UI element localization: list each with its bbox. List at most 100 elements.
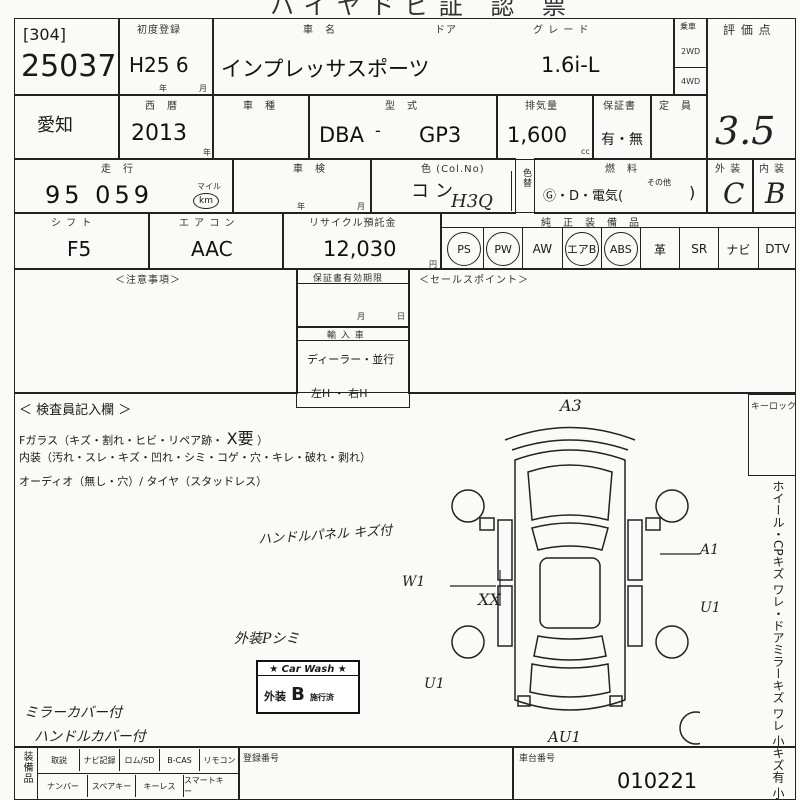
score-value: 3.5	[715, 109, 776, 153]
aircon-label: エ ア コ ン	[179, 218, 236, 229]
inspector-line3: オーディオ（無し・穴）/ タイヤ（スタッドレス）	[19, 475, 268, 488]
equipment-item: ナビ	[726, 242, 751, 257]
aircon-value: AAC	[191, 237, 233, 261]
first-registration-label: 初度登録	[137, 25, 181, 36]
inspector-line1-close: ）	[257, 434, 269, 447]
doors-label: ドア	[435, 25, 457, 36]
exterior-score-cell: 外 装 C	[706, 158, 754, 214]
inspection-year-unit: 年	[297, 202, 305, 211]
displacement-cell: 排気量 1,600 cc	[496, 94, 594, 160]
warranty-value: 有・無	[601, 132, 643, 148]
shift-label: シ フ ト	[51, 218, 93, 229]
inspector-label: ＜ 検査員記入欄 ＞	[19, 403, 132, 418]
car-name-label: 車 名	[303, 25, 336, 36]
recycle-unit: 円	[429, 260, 437, 269]
model-cell: 型 式 DBA - GP3	[308, 94, 498, 160]
car-name-value: インプレッサスポーツ	[221, 57, 430, 81]
color-code: H3Q	[451, 191, 493, 212]
inspector-area: ＜ 検査員記入欄 ＞ Fガラス（キズ・割れ・ヒビ・リペア跡・ X要 ） 内装（汚…	[14, 392, 796, 748]
annotation-au1: AU1	[548, 728, 582, 746]
color-change-label: 色替	[521, 168, 531, 188]
inspection-month-unit: 月	[357, 202, 365, 211]
bottom-row2-item: ナンバー	[47, 781, 79, 791]
header-title: ハイヤドビ証 認 票	[270, 0, 577, 20]
registration-cell: 登録番号	[238, 746, 514, 800]
equipment-item: PW	[486, 232, 521, 266]
grade-label: グ レ ー ド	[533, 25, 590, 36]
bottom-row1-item: B-CAS	[159, 749, 199, 771]
model-prefix: DBA	[319, 123, 364, 147]
side-note: ホイール・CPキズ ワレ・ドアミラーキズ ワレ 小キズ有 小凹有 補修有	[771, 480, 785, 800]
model-year-value: 2013	[131, 121, 187, 146]
lot-bracket-number: [304]	[23, 25, 67, 44]
first-registration-month-unit: 月	[199, 84, 207, 93]
interior-score-cell: 内 装 B	[752, 158, 796, 214]
mileage-value: 95 059	[45, 181, 153, 209]
bottom-row2-item: スマートキー	[183, 775, 231, 797]
annotation-w1: W1	[402, 574, 426, 590]
mileage-label: 走 行	[101, 164, 134, 175]
exterior-score-value: C	[723, 177, 745, 210]
import-value: ディーラー・並行	[307, 353, 395, 366]
recycle-value: 12,030	[323, 237, 397, 261]
key-lock-label: キーロック	[751, 402, 797, 412]
fuel-other-label: その他	[647, 178, 671, 187]
region-value: 愛知	[37, 115, 73, 136]
chassis-cell: 車台番号 010221	[512, 746, 796, 800]
drive-option-4wd: 4WD	[681, 77, 701, 86]
mileage-cell: 走 行 95 059 マイル km	[14, 158, 234, 214]
exterior-score-label: 外 装	[715, 164, 742, 175]
sales-points-cell: ＜セールスポイント＞	[408, 268, 796, 394]
color-value: コン	[411, 181, 459, 202]
model-year-unit: 年	[203, 148, 211, 157]
bottom-row1-item: ナビ記録	[79, 749, 119, 771]
inspection-cell: 車 検 年 月	[232, 158, 372, 214]
score-cell: 評 価 点 3.5	[706, 18, 796, 160]
fuel-label: 燃 料	[605, 164, 638, 175]
recycle-label: リサイクル預託金	[309, 218, 397, 229]
equipment-item: AW	[532, 242, 553, 256]
annotation-a1: A1	[700, 542, 720, 558]
model-code: GP3	[419, 123, 462, 147]
car-wash-stamp: ★ Car Wash ★ 外装 B 施行済	[256, 660, 360, 714]
chassis-value: 010221	[617, 769, 698, 793]
warranty-cell: 保証書 有・無	[592, 94, 652, 160]
equipment-item: DTV	[765, 242, 790, 256]
inspection-label: 車 検	[293, 164, 326, 175]
drive-cell: 乗車 2WD 4WD	[674, 18, 708, 96]
displacement-unit: cc	[581, 147, 590, 156]
color-label: 色 (Col.No)	[421, 164, 485, 175]
mileage-unit-km: km	[193, 193, 219, 209]
equipment-item: 革	[653, 242, 666, 257]
chassis-label: 車台番号	[519, 754, 556, 764]
inspector-line2: 内装（汚れ・スレ・キズ・凹れ・シミ・コゲ・穴・キレ・破れ・剥れ）	[19, 451, 371, 464]
fuel-cell: 燃 料 Ⓖ・D・電気( その他 )	[534, 158, 708, 214]
model-dash: -	[375, 121, 381, 140]
color-cell: 色 (Col.No) コン H3Q	[370, 158, 516, 214]
equipment-item: SR	[691, 242, 708, 256]
warranty-deadline-cell: 保証書有効期限 月 日	[296, 268, 410, 328]
vehicle-type-label: 車 種	[243, 101, 276, 112]
displacement-value: 1,600	[507, 123, 568, 147]
warranty-deadline-day: 日	[397, 312, 405, 321]
car-diagram	[450, 426, 700, 745]
car-wash-suffix: 施行済	[309, 693, 334, 702]
warranty-deadline-label: 保証書有効期限	[313, 274, 384, 284]
key-lock-cell: キーロック	[748, 394, 796, 476]
car-name-cell: 車 名 ドア グ レ ー ド インプレッサスポーツ 1.6i-L	[212, 18, 674, 96]
bottom-row1-item: 取説	[51, 755, 67, 765]
equipment-item: ABS	[603, 232, 638, 266]
recycle-cell: リサイクル預託金 12,030 円	[282, 212, 442, 270]
annotation-u1-left: U1	[424, 676, 445, 692]
first-registration-cell: 初度登録 H25 6 年 月	[118, 18, 214, 96]
annotation-exterior: 外装Pシミ	[234, 631, 300, 647]
model-year-cell: 西 暦 2013 年	[118, 94, 214, 160]
car-wash-exterior: 外装	[264, 690, 286, 703]
car-wash-title: ★ Car Wash ★	[258, 664, 358, 676]
import-cell: 輸 入 車 ディーラー・並行 左H ・ 右H	[296, 326, 410, 408]
fuel-close-paren: )	[689, 183, 696, 202]
interior-score-value: B	[765, 177, 786, 210]
grade-value: 1.6i-L	[541, 53, 600, 77]
